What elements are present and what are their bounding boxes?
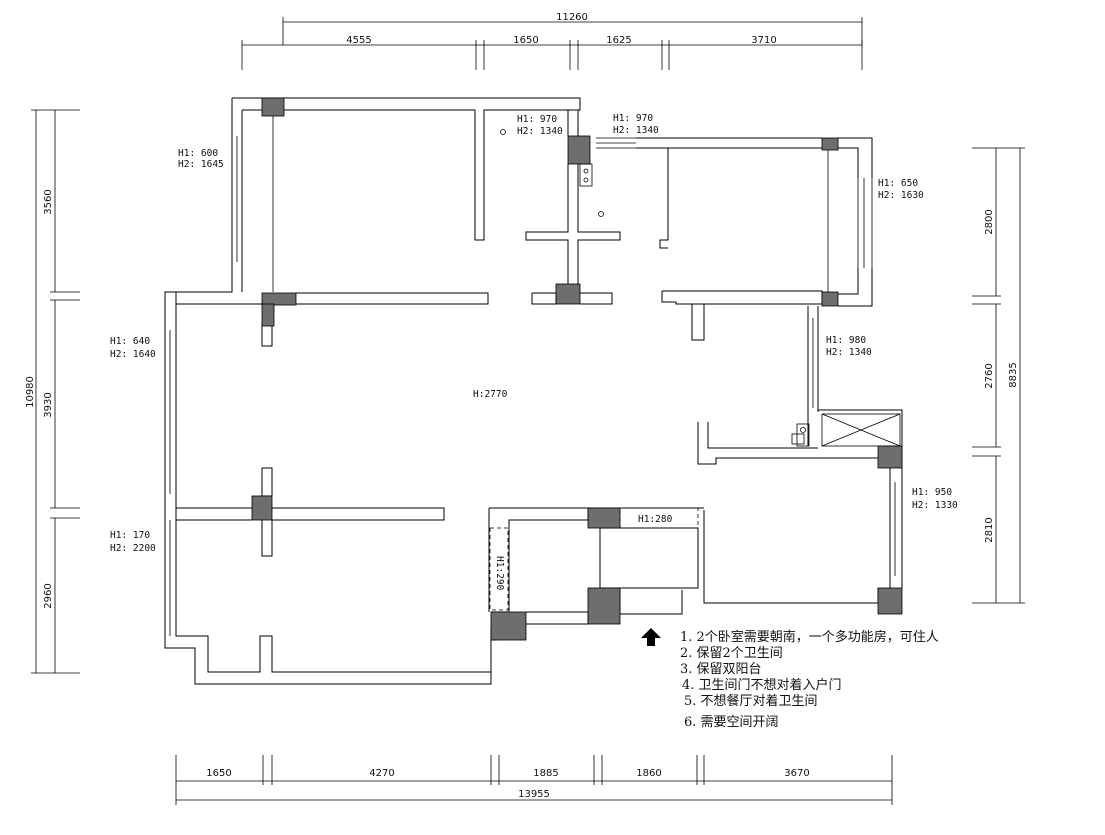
label-w1-h2: H2: 1645 — [178, 159, 224, 170]
label-w7-h1: H1: 950 — [912, 487, 952, 498]
dim-bottom-4: 1860 — [636, 768, 661, 779]
label-w2-h1: H1: 970 — [517, 114, 557, 125]
dim-left-2: 3930 — [43, 392, 54, 417]
label-w2-h2: H2: 1340 — [517, 126, 563, 137]
dim-left-1: 3560 — [43, 189, 54, 214]
label-w1-h1: H1: 600 — [178, 148, 218, 159]
label-w4-h1: H1: 650 — [878, 178, 918, 189]
note-6: 6. 需要空间开阔 — [684, 715, 779, 730]
dim-left-3: 2960 — [43, 583, 54, 608]
dim-right-2: 2760 — [984, 363, 995, 388]
dim-top-total: 11260 — [556, 12, 588, 23]
fixtures — [500, 129, 810, 447]
label-beam-2: H1:290 — [494, 556, 505, 591]
left-dimension-lines — [31, 109, 80, 674]
label-w6-h1: H1: 980 — [826, 335, 866, 346]
label-w5-h2: H2: 1640 — [110, 349, 156, 360]
label-ceiling-height: H:2770 — [473, 389, 508, 400]
label-w8-h2: H2: 2200 — [110, 543, 156, 554]
walls — [164, 97, 903, 685]
bottom-dimension-lines — [175, 755, 893, 805]
label-beam-1: H1:280 — [638, 514, 673, 525]
note-3: 3. 保留双阳台 — [680, 662, 762, 677]
dim-right-total: 8835 — [1008, 362, 1019, 387]
dim-bottom-5: 3670 — [784, 768, 809, 779]
dim-top-2: 1650 — [513, 35, 538, 46]
label-w8-h1: H1: 170 — [110, 530, 150, 541]
requirements-notes: 1. 2个卧室需要朝南，一个多功能房，可住人 2. 保留2个卫生间 3. 保留双… — [680, 630, 939, 731]
dim-top-3: 1625 — [606, 35, 631, 46]
dim-top-4: 3710 — [751, 35, 776, 46]
dim-bottom-3: 1885 — [533, 768, 558, 779]
dim-right-3: 2810 — [984, 517, 995, 542]
label-w3-h1: H1: 970 — [613, 113, 653, 124]
dim-top-1: 4555 — [346, 35, 371, 46]
dim-bottom-total: 13955 — [518, 789, 550, 800]
dim-left-total: 10980 — [25, 376, 36, 408]
dim-bottom-1: 1650 — [206, 768, 231, 779]
label-w4-h2: H2: 1630 — [878, 190, 924, 201]
entrance-arrow-icon — [641, 628, 661, 646]
label-w5-h1: H1: 640 — [110, 336, 150, 347]
note-4: 4. 卫生间门不想对着入户门 — [682, 678, 842, 693]
windows — [164, 114, 903, 636]
right-dimension-lines — [972, 147, 1025, 604]
note-5: 5. 不想餐厅对着卫生间 — [684, 694, 818, 709]
label-w3-h2: H2: 1340 — [613, 125, 659, 136]
columns — [251, 97, 903, 641]
dim-right-1: 2800 — [984, 209, 995, 234]
label-w7-h2: H2: 1330 — [912, 500, 958, 511]
note-1: 1. 2个卧室需要朝南，一个多功能房，可住人 — [680, 630, 939, 645]
label-w6-h2: H2: 1340 — [826, 347, 872, 358]
dim-bottom-2: 4270 — [369, 768, 394, 779]
top-dimension-lines — [241, 17, 863, 70]
note-2: 2. 保留2个卫生间 — [680, 646, 783, 661]
